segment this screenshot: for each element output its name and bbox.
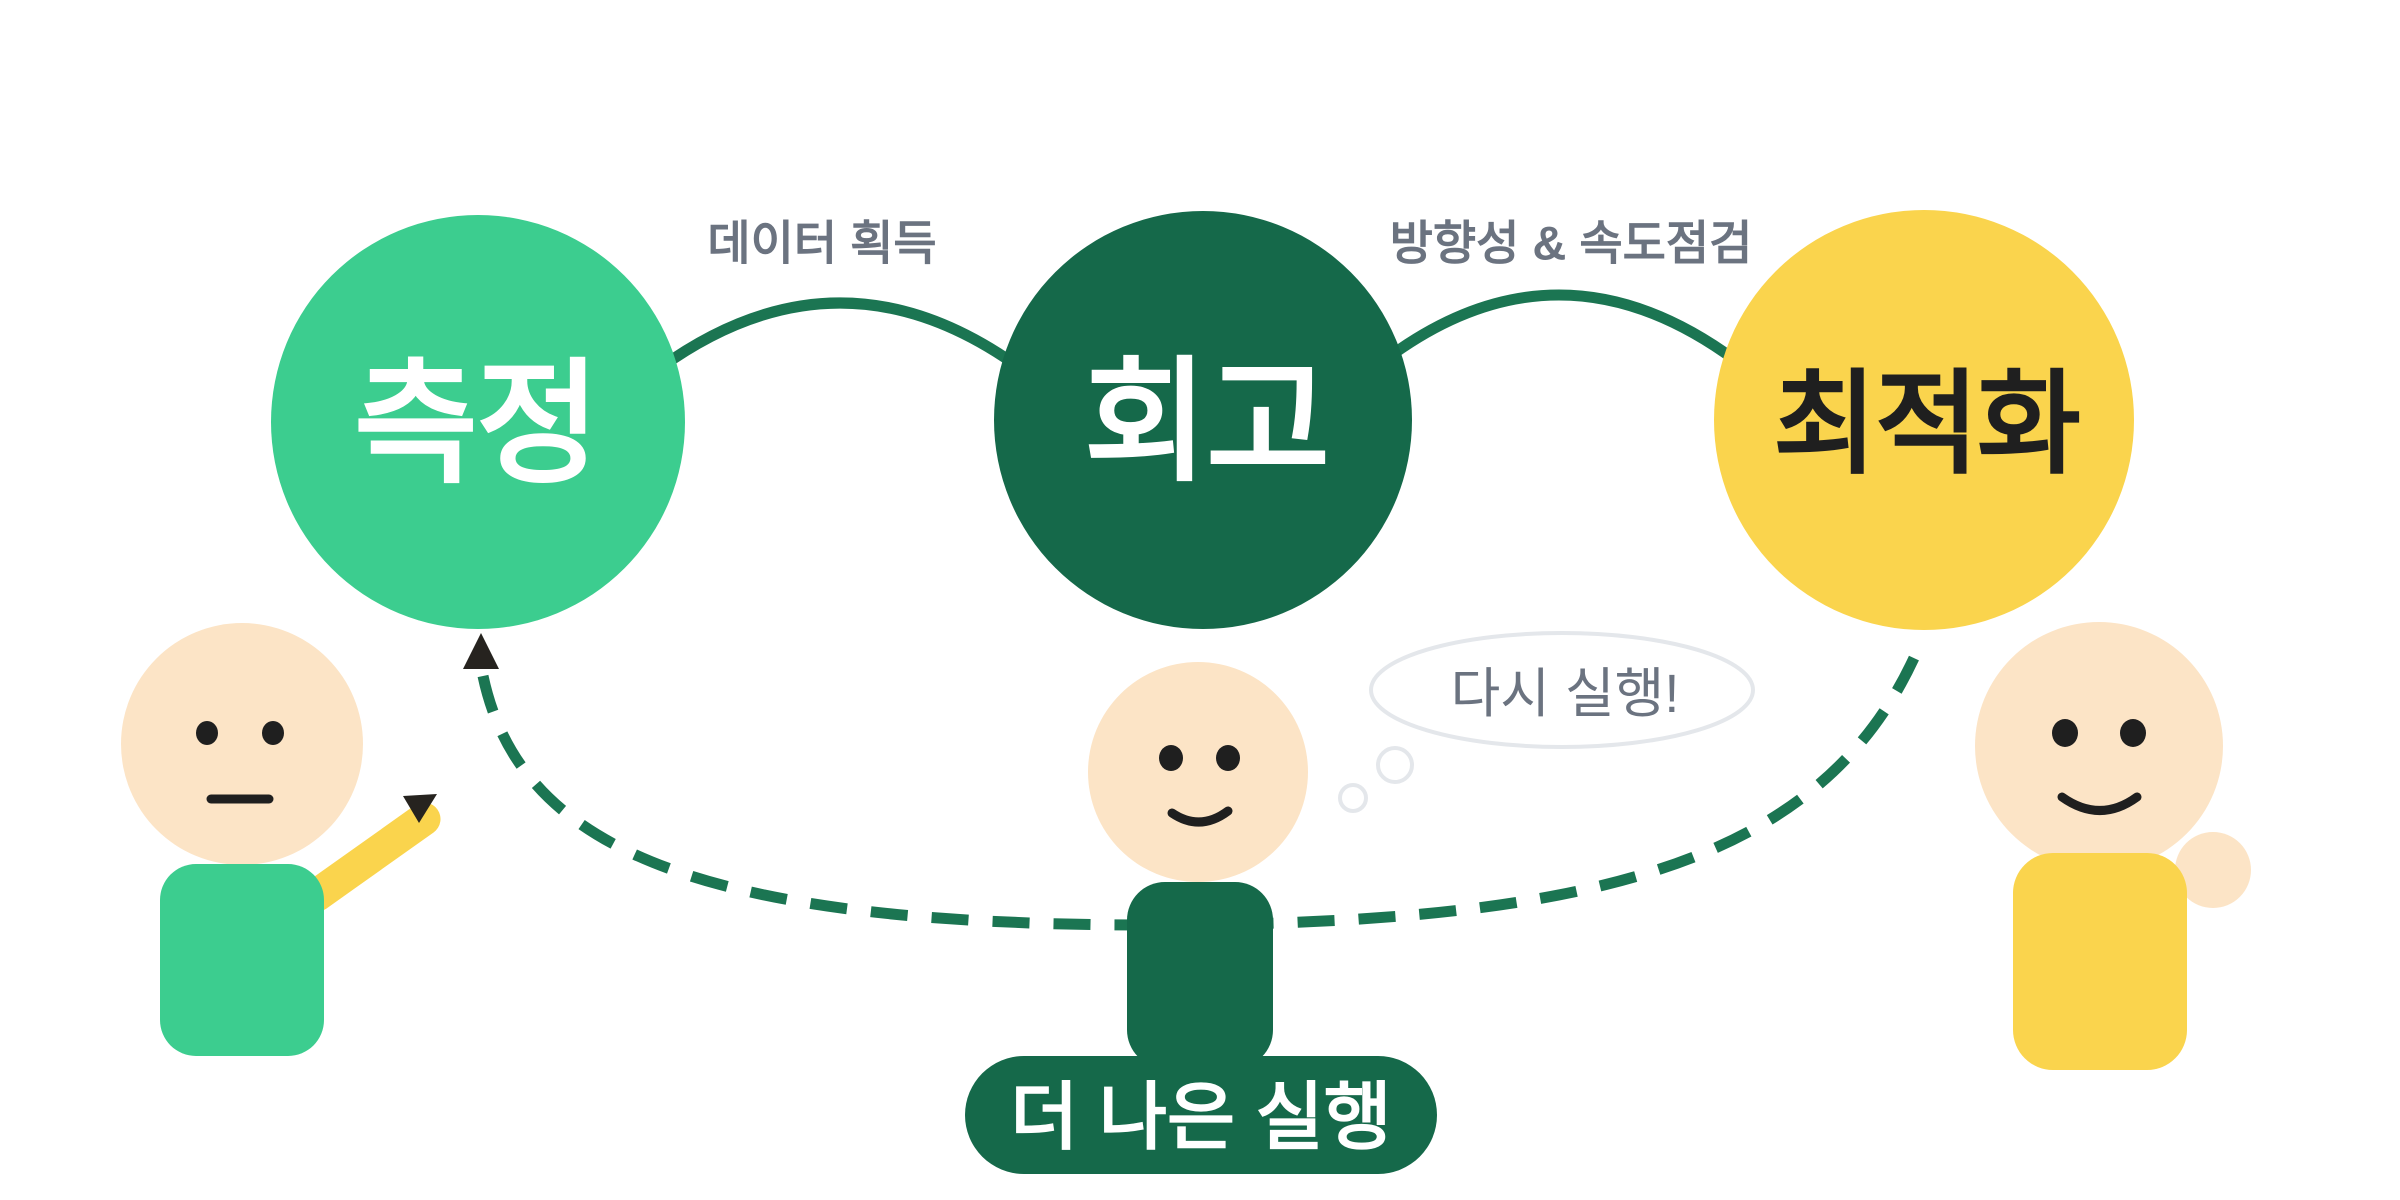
person-retrospecting	[1088, 662, 1308, 1068]
connector-captions: 데이터 획득 방향성 & 속도점검	[707, 217, 1752, 270]
person-retrospecting-right-eye	[1216, 745, 1240, 771]
measure-circle-label: 측정	[354, 349, 598, 500]
better-execution-badge: 더 나은 실행	[965, 1056, 1437, 1174]
person-optimizing-head	[1975, 622, 2223, 870]
person-optimizing-body	[2013, 853, 2187, 1070]
caption-data-acquisition: 데이터 획득	[707, 217, 936, 270]
thought-bubble-dot-large	[1376, 746, 1414, 784]
person-measuring-right-eye	[262, 721, 284, 745]
feedback-arrowhead-icon	[463, 633, 499, 669]
person-measuring-head	[121, 623, 363, 865]
optimize-circle-label: 최적화	[1773, 361, 2080, 487]
thought-bubble: 다시 실행!	[1338, 631, 1755, 813]
person-optimizing-hand	[2175, 832, 2251, 908]
cycle-step-retrospect: 회고	[994, 211, 1412, 629]
person-optimizing-smile	[2057, 792, 2142, 815]
thought-bubble-dot-small	[1338, 783, 1368, 813]
badge-label: 더 나은 실행	[1010, 1076, 1392, 1159]
person-measuring-body	[160, 864, 324, 1056]
person-retrospecting-head	[1088, 662, 1308, 882]
connector-arcs	[656, 289, 1739, 373]
thought-bubble-balloon	[1369, 631, 1755, 749]
retrospect-circle	[994, 211, 1412, 629]
arc-retro-to-optimize	[1381, 289, 1739, 365]
pencil-arm	[300, 802, 441, 912]
pencil-tip-icon	[403, 794, 437, 823]
measure-circle	[271, 215, 685, 629]
person-retrospecting-body	[1127, 882, 1273, 1068]
thought-bubble-text: 다시 실행!	[1451, 664, 1680, 724]
retrospect-circle-label: 회고	[1084, 347, 1328, 498]
person-retrospecting-left-eye	[1159, 745, 1183, 771]
person-optimizing-right-eye	[2120, 719, 2146, 747]
cycle-step-optimize: 최적화	[1714, 210, 2134, 630]
person-retrospecting-smile	[1167, 806, 1233, 827]
person-optimizing-left-eye	[2052, 719, 2078, 747]
person-optimizing	[1975, 622, 2251, 1070]
cycle-step-measure: 측정	[271, 215, 685, 629]
optimize-circle	[1714, 210, 2134, 630]
person-measuring	[121, 623, 441, 1056]
arc-measure-to-retro	[656, 297, 1024, 373]
badge-pill	[965, 1056, 1437, 1174]
caption-direction-speed-check: 방향성 & 속도점검	[1390, 217, 1753, 270]
person-measuring-left-eye	[196, 721, 218, 745]
